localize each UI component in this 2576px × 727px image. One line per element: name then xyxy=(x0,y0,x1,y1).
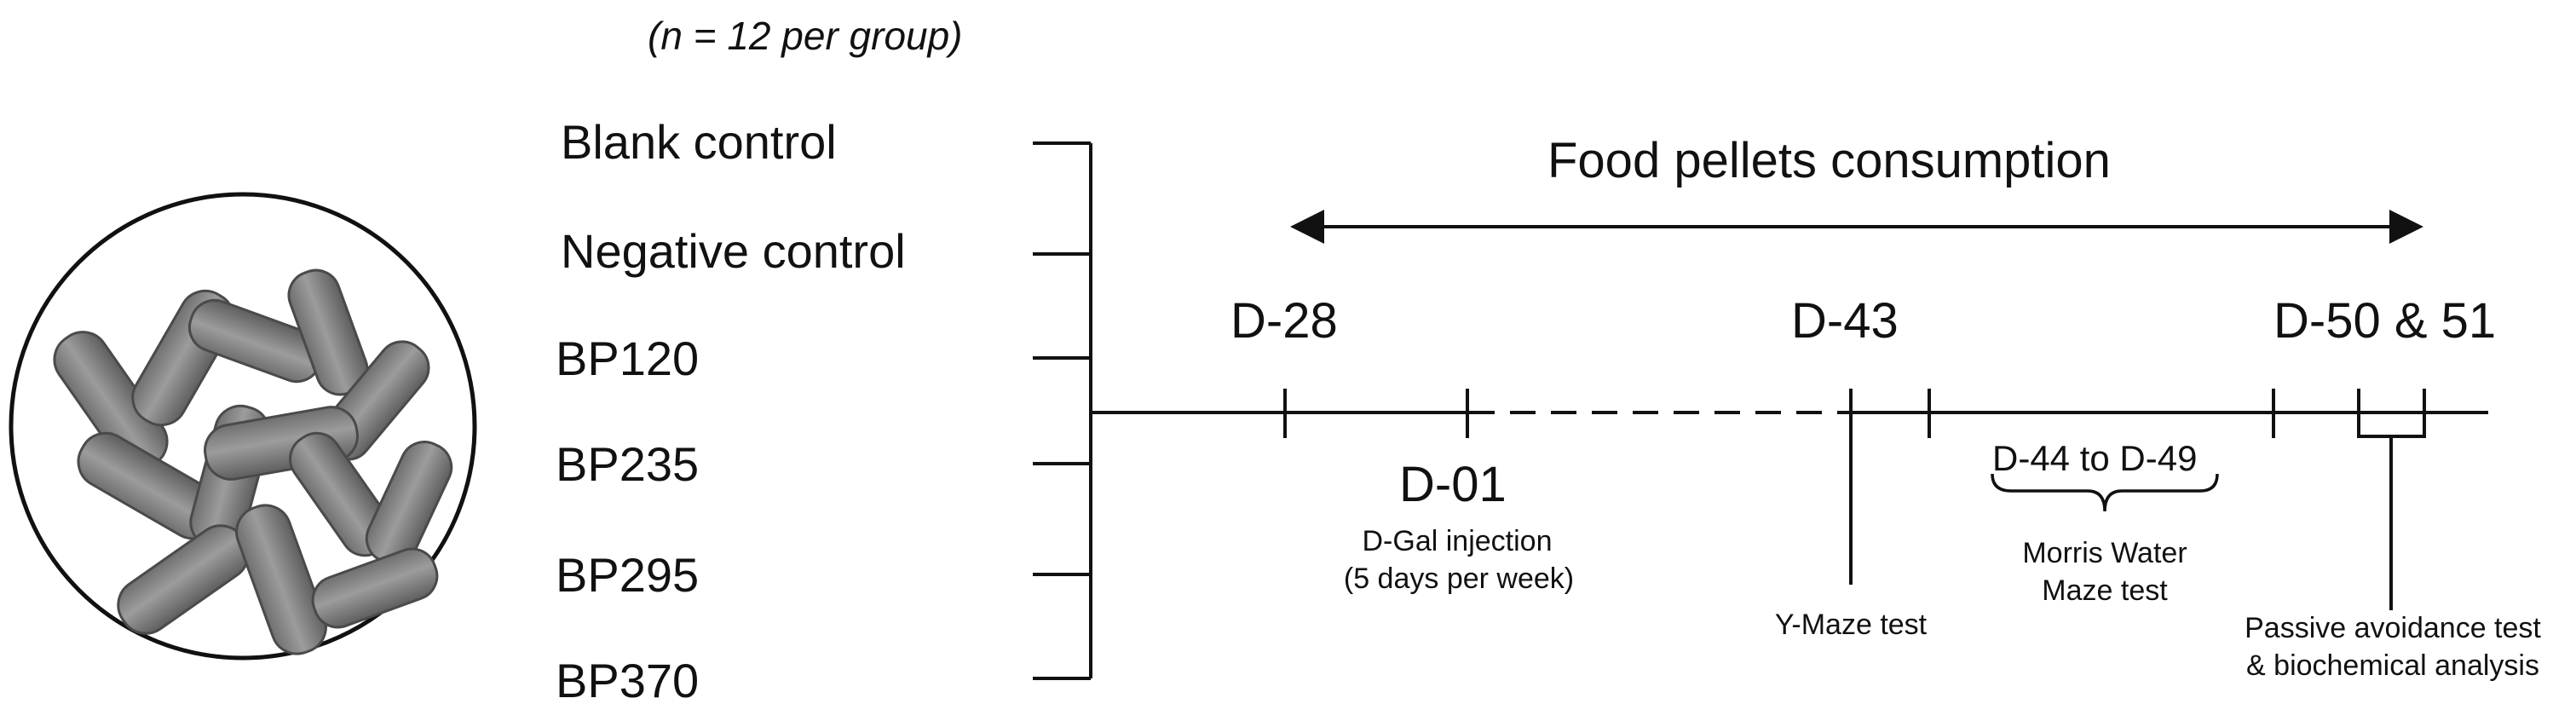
dgal-injection-label: D-Gal injection xyxy=(1363,525,1553,557)
morris-test-label: Morris Water xyxy=(2022,537,2187,569)
ymaze-test-label: Y-Maze test xyxy=(1775,609,1928,641)
day-label-d44-d49: D-44 to D-49 xyxy=(1992,438,2197,478)
group-label: BP370 xyxy=(556,654,699,707)
group-label: BP120 xyxy=(556,332,699,385)
day-label-d43: D-43 xyxy=(1791,293,1899,349)
day-label-d50-51: D-50 & 51 xyxy=(2273,293,2496,349)
biochemical-analysis-label: & biochemical analysis xyxy=(2246,649,2539,682)
day-label-d28: D-28 xyxy=(1230,293,1338,349)
day-label-d01: D-01 xyxy=(1399,457,1507,512)
timeline-axis xyxy=(1283,389,2488,610)
food-consumption-label: Food pellets consumption xyxy=(1547,133,2111,188)
group-label: Blank control xyxy=(561,115,837,169)
group-bracket xyxy=(1033,141,1285,680)
group-label: BP295 xyxy=(556,548,699,602)
group-label: Negative control xyxy=(561,224,906,278)
dgal-schedule-label: (5 days per week) xyxy=(1344,563,1574,595)
group-list: Blank control Negative control BP120 BP2… xyxy=(556,115,906,707)
group-label: BP235 xyxy=(556,437,699,491)
sample-size-note: (n = 12 per group) xyxy=(648,14,963,58)
morris-brace xyxy=(1991,473,2219,512)
passive-avoidance-label: Passive avoidance test xyxy=(2245,612,2541,644)
food-pellets-icon xyxy=(9,192,477,661)
morris-test-label-2: Maze test xyxy=(2042,574,2168,607)
